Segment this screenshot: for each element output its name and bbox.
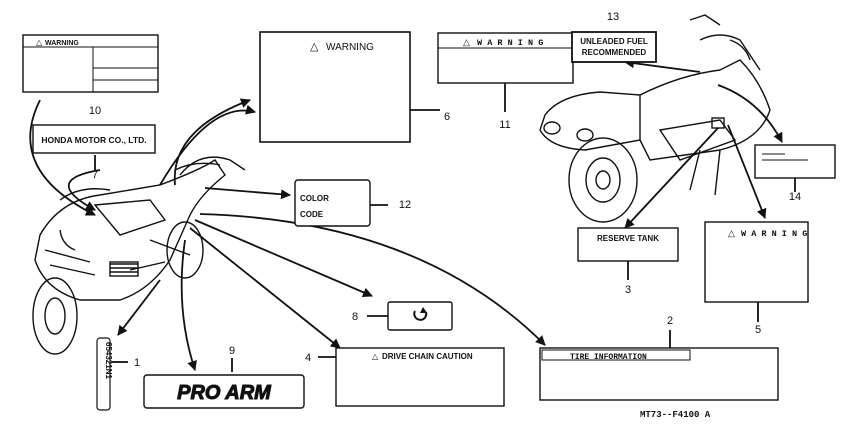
recommended-text: RECOMMENDED [582,48,647,57]
gear-positions-text: 654321N1 [104,342,113,379]
warning-symbol-icon: △ [310,41,319,53]
warning-text: W A R N I N G [741,229,807,239]
label-12-color-code: COLOR CODE [294,179,371,227]
label-8-rotation-sticker [387,301,453,331]
label-4-drive-chain-caution: △ DRIVE CHAIN CAUTION [335,347,505,407]
color-text: COLOR [300,194,329,203]
callout-2: 2 [667,315,673,327]
rotation-arrow-icon [413,310,428,321]
callout-8: 8 [352,311,358,323]
pro-arm-logo-text: PRO ARM [177,382,272,404]
label-14-sticker [754,144,836,179]
warning-symbol-icon: △ [728,228,735,238]
motorcycle-left-illustration [32,156,246,355]
leader-lines [29,58,796,372]
label-1-gear-position: 654321N1 [96,337,113,411]
label-6-warning-sticker: △ WARNING [259,31,411,143]
motorcycle-right-illustration [539,14,771,223]
callout-14: 14 [789,191,801,203]
label-5-warning-sticker: △ W A R N I N G [704,221,809,303]
warning-text: WARNING [326,42,374,53]
callout-5: 5 [755,324,761,336]
label-13-unleaded-fuel: UNLEADED FUEL RECOMMENDED [571,31,657,63]
code-text: CODE [300,210,324,219]
diagram-code: MT73--F4100 A [640,410,711,420]
warning-symbol-icon: △ [463,37,470,47]
label-3-reserve-tank: RESERVE TANK [577,227,679,262]
warning-text: W A R N I N G [477,38,543,48]
tire-information-text: TIRE INFORMATION [570,353,647,362]
callout-12: 12 [399,199,411,211]
callout-1: 1 [134,357,140,369]
label-9-pro-arm: PRO ARM [143,374,305,409]
callout-13: 13 [607,11,619,23]
reserve-tank-text: RESERVE TANK [597,234,659,243]
label-7-maker-plate: HONDA MOTOR CO., LTD. [32,124,156,154]
warning-symbol-icon: △ [372,352,379,361]
drive-chain-caution-text: DRIVE CHAIN CAUTION [382,352,473,361]
label-10-warning-sticker: △ WARNING [22,34,159,93]
callout-9: 9 [229,345,235,357]
label-2-tire-information: TIRE INFORMATION [539,347,779,401]
unleaded-fuel-text: UNLEADED FUEL [580,37,648,46]
maker-name-text: HONDA MOTOR CO., LTD. [41,135,146,145]
label-11-warning-sticker: △ W A R N I N G [437,32,574,84]
callout-4: 4 [305,352,311,364]
callout-10: 10 [89,105,101,117]
callout-7: 7 [92,169,98,181]
callout-3: 3 [625,284,631,296]
callout-6: 6 [444,111,450,123]
callout-11: 11 [499,119,510,131]
warning-text: WARNING [45,40,79,47]
warning-symbol-icon: △ [36,38,43,47]
